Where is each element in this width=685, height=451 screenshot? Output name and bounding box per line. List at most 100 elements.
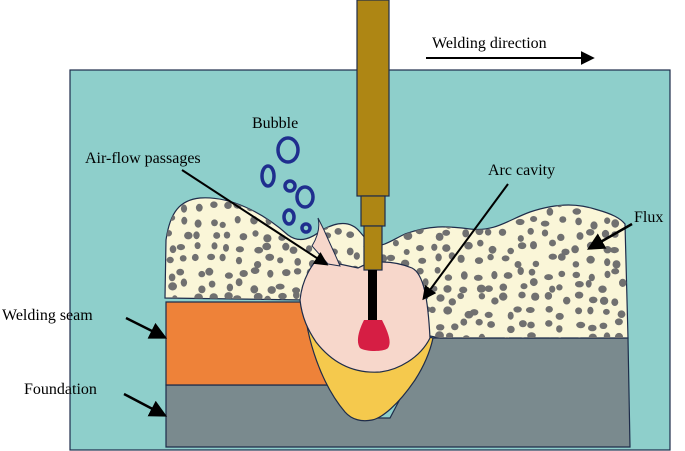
flux-particle (431, 243, 438, 251)
flux-particle (191, 253, 199, 262)
flux-particle (198, 285, 206, 294)
label-bubble: Bubble (252, 115, 298, 132)
flux-particle (498, 228, 507, 236)
flux-particle (501, 255, 510, 262)
flux-particle (611, 268, 620, 275)
flux-particle (604, 217, 611, 224)
flux-particle (193, 231, 200, 240)
flux-particle (278, 292, 287, 300)
flux-particle (179, 255, 187, 262)
flux-particle (499, 292, 508, 301)
flux-particle (294, 258, 302, 266)
flux-particle (198, 270, 206, 278)
flux-particle (598, 285, 607, 293)
flux-particle (239, 270, 248, 277)
flux-particle (194, 242, 201, 250)
flux-particle (585, 280, 592, 288)
flux-particle (403, 249, 410, 255)
flux-particle (478, 293, 486, 300)
flux-particle (518, 291, 526, 299)
electrode-tip-lower (363, 225, 383, 271)
flux-particle (277, 257, 284, 264)
flux-particle (226, 283, 234, 292)
flux-particle (555, 312, 564, 320)
welding-seam-arrow (125, 316, 168, 339)
electrode-rod (356, 0, 390, 197)
flux-particle (436, 294, 445, 302)
flux-particle (451, 323, 459, 331)
flux-particle (575, 217, 582, 226)
flux-particle (253, 292, 263, 301)
flux-particle (275, 283, 285, 290)
flux-particle (527, 227, 534, 235)
flux-particle (176, 268, 185, 276)
flux-particle (180, 204, 188, 213)
electrode-wire (368, 270, 377, 320)
flux-particle (460, 271, 468, 280)
arc-flame (357, 320, 390, 351)
flux-particle (262, 242, 272, 251)
flux-particle (457, 254, 465, 263)
flux-particle (442, 244, 451, 252)
flux-particle (289, 246, 298, 254)
flux-particle (545, 320, 553, 327)
foundation-arrow (123, 392, 168, 417)
flux-particle (507, 311, 514, 320)
flux-particle (386, 254, 396, 262)
flux-particle (520, 283, 528, 290)
flux-particle (346, 247, 354, 256)
flux-particle (334, 228, 342, 235)
flux-particle (499, 283, 508, 291)
flux-particle (457, 292, 465, 300)
flux-particle (588, 333, 597, 338)
flux-particle (306, 245, 313, 253)
flux-particle (265, 253, 275, 261)
flux-particle (235, 278, 243, 287)
label-welding-direction: Welding direction (432, 35, 547, 52)
flux-particle (484, 228, 492, 236)
flux-particle (530, 241, 537, 250)
flux-particle (464, 241, 473, 250)
flux-particle (166, 256, 174, 264)
flux-particle (459, 286, 468, 294)
flux-particle (557, 253, 566, 261)
flux-particle (422, 278, 429, 287)
flux-particle (168, 273, 176, 282)
flux-particle (434, 267, 441, 274)
flux-particle (587, 306, 594, 315)
flux-particle (488, 245, 497, 254)
flux-particle (444, 274, 453, 281)
flux-particle (263, 234, 272, 243)
flux-particle (403, 232, 413, 240)
flux-particle (517, 235, 524, 242)
flux-particle (254, 246, 264, 254)
flux-particle (588, 273, 595, 282)
flux-particle (181, 216, 188, 225)
flux-particle (572, 271, 581, 279)
flux-particle (561, 248, 570, 256)
electrode-tip-upper (360, 195, 386, 227)
flux-particle (219, 221, 226, 228)
flux-particle (418, 257, 427, 264)
flux-particle (586, 229, 595, 236)
flux-particle (211, 242, 218, 250)
flux-particle (611, 219, 620, 228)
flux-particle (528, 268, 536, 276)
flux-particle (614, 318, 623, 326)
flux-particle (517, 242, 527, 250)
flux-particle (619, 278, 627, 287)
label-arc-cavity: Arc cavity (488, 162, 555, 179)
flux-particle (514, 261, 522, 268)
flux-particle (224, 201, 232, 209)
flux-particle (477, 239, 484, 247)
flux-particle (429, 306, 436, 313)
flux-particle (168, 282, 178, 291)
flux-particle (208, 280, 216, 288)
label-welding-seam: Welding seam (2, 307, 93, 324)
flux-particle (443, 306, 453, 315)
flux-particle (609, 247, 619, 254)
flux-particle (207, 253, 216, 261)
label-flux: Flux (634, 209, 663, 226)
flux-particle (267, 269, 274, 278)
